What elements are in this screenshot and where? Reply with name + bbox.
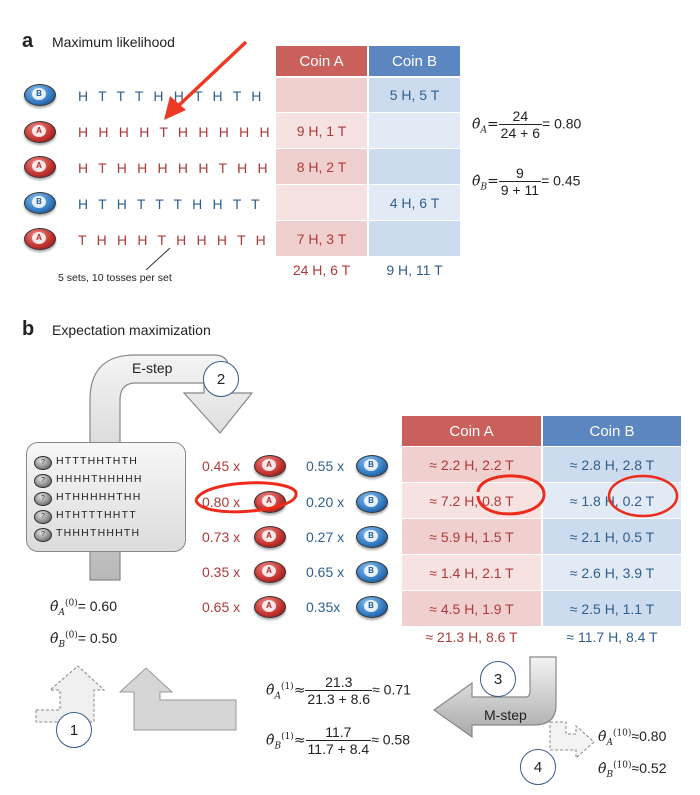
table-cell bbox=[276, 185, 367, 220]
weight-a: 0.73 x bbox=[202, 529, 241, 545]
coin-a-header: Coin A bbox=[276, 46, 367, 76]
table-cell: 5 H, 5 T bbox=[369, 78, 460, 112]
loop-arrows-icon bbox=[35, 665, 237, 731]
unknown-coin-icon: ? bbox=[34, 492, 52, 506]
step-2-badge: 2 bbox=[203, 361, 239, 397]
table-cell: ≈ 2.5 H, 1.1 T bbox=[543, 591, 681, 626]
toss-sequence: T H H H T H H H T H bbox=[78, 232, 269, 248]
m-step-arrow-icon bbox=[432, 656, 557, 739]
weight-b: 0.27 x bbox=[306, 529, 345, 545]
table-cell bbox=[276, 78, 367, 112]
weight-b: 0.65 x bbox=[306, 564, 345, 580]
table-cell: ≈ 2.1 H, 0.5 T bbox=[543, 519, 681, 554]
red-arrow-icon bbox=[164, 40, 248, 120]
sets-note: 5 sets, 10 tosses per set bbox=[58, 272, 172, 284]
panel-a-letter: a bbox=[22, 30, 34, 52]
toss-sequence: H T H T T T H H T T bbox=[78, 196, 263, 212]
unknown-coin-icon: ? bbox=[34, 456, 52, 470]
panel-b-letter: b bbox=[22, 318, 35, 340]
theta-a-final: θ̂A(10)≈0.80 bbox=[598, 728, 667, 748]
table-cell: ≈ 5.9 H, 1.5 T bbox=[402, 519, 541, 554]
coin-b-icon: B bbox=[356, 596, 388, 618]
coin-b-icon: B bbox=[24, 84, 56, 106]
coin-a-icon: A bbox=[24, 121, 56, 143]
step-4-badge: 4 bbox=[520, 749, 556, 785]
table-cell: ≈ 1.4 H, 2.1 T bbox=[402, 555, 541, 590]
step-3-badge: 3 bbox=[480, 661, 516, 697]
coin-a-icon: A bbox=[254, 455, 286, 477]
total-b: ≈ 11.7 H, 8.4 T bbox=[566, 629, 658, 645]
theta-b-final: θ̂B(10)≈0.52 bbox=[598, 760, 667, 780]
note-leader-line bbox=[145, 247, 171, 271]
panel-a-title: Maximum likelihood bbox=[52, 34, 175, 50]
coin-a-icon: A bbox=[254, 561, 286, 583]
coin-a-icon: A bbox=[254, 596, 286, 618]
table-cell: ≈ 2.8 H, 2.8 T bbox=[543, 447, 681, 482]
weight-a: 0.45 x bbox=[202, 458, 241, 474]
mini-sequence: HTTTHHTHTH bbox=[56, 455, 138, 467]
coin-a-icon: A bbox=[24, 228, 56, 250]
coin-b-icon: B bbox=[356, 455, 388, 477]
weight-b: 0.20 x bbox=[306, 494, 345, 510]
table-cell: 9 H, 1 T bbox=[276, 113, 367, 148]
coin-b-icon: B bbox=[356, 561, 388, 583]
weight-b: 0.55 x bbox=[306, 458, 345, 474]
m-step-label: M-step bbox=[484, 707, 527, 723]
table-cell: 8 H, 2 T bbox=[276, 149, 367, 184]
step-1-badge: 1 bbox=[56, 712, 92, 748]
weight-a: 0.35 x bbox=[202, 564, 241, 580]
toss-sequence: H T H H H H H T H H bbox=[78, 160, 271, 176]
coin-a-icon: A bbox=[254, 526, 286, 548]
mini-sequence: HTHTTTHHTT bbox=[56, 509, 137, 521]
e-step-label: E-step bbox=[132, 360, 173, 376]
mini-sequence: HTHHHHHTHH bbox=[56, 491, 142, 503]
table-cell: ≈ 2.6 H, 3.9 T bbox=[543, 555, 681, 590]
table-cell: ≈ 2.2 H, 2.2 T bbox=[402, 447, 541, 482]
table-cell: 7 H, 3 T bbox=[276, 221, 367, 256]
coin-a-header: Coin A bbox=[402, 416, 541, 446]
weight-b: 0.35x bbox=[306, 599, 341, 615]
mini-sequence: THHHTHHHTH bbox=[56, 527, 141, 539]
toss-sequence: H T T T H H T H T H bbox=[78, 88, 265, 104]
total-b: 9 H, 11 T bbox=[386, 262, 443, 278]
coin-b-header: Coin B bbox=[543, 416, 681, 446]
final-arrow-icon bbox=[549, 721, 595, 760]
total-a: 24 H, 6 T bbox=[292, 262, 351, 278]
coin-b-header: Coin B bbox=[369, 46, 460, 76]
weight-a: 0.65 x bbox=[202, 599, 241, 615]
coin-b-icon: B bbox=[356, 491, 388, 513]
table-cell: 4 H, 6 T bbox=[369, 185, 460, 220]
table-cell bbox=[369, 113, 460, 148]
toss-sequence: H H H H T H H H H H bbox=[78, 124, 273, 140]
unknown-coin-icon: ? bbox=[34, 528, 52, 542]
coin-b-icon: B bbox=[356, 526, 388, 548]
table-cell: ≈ 4.5 H, 1.9 T bbox=[402, 591, 541, 626]
table-cell bbox=[369, 221, 460, 256]
theta-a-initial: θ̂A(0)= 0.60 bbox=[50, 598, 118, 618]
theta-b-initial: θ̂B(0)= 0.50 bbox=[50, 630, 118, 650]
unknown-coin-icon: ? bbox=[34, 510, 52, 524]
coin-b-icon: B bbox=[24, 192, 56, 214]
total-a: ≈ 21.3 H, 8.6 T bbox=[425, 629, 518, 645]
coin-a-icon: A bbox=[24, 156, 56, 178]
mini-sequence: HHHHTHHHHH bbox=[56, 473, 143, 485]
data-box bbox=[26, 442, 186, 552]
table-cell bbox=[369, 149, 460, 184]
panel-b-title: Expectation maximization bbox=[52, 322, 211, 338]
unknown-coin-icon: ? bbox=[34, 474, 52, 488]
weight-a: 0.80 x bbox=[202, 494, 241, 510]
